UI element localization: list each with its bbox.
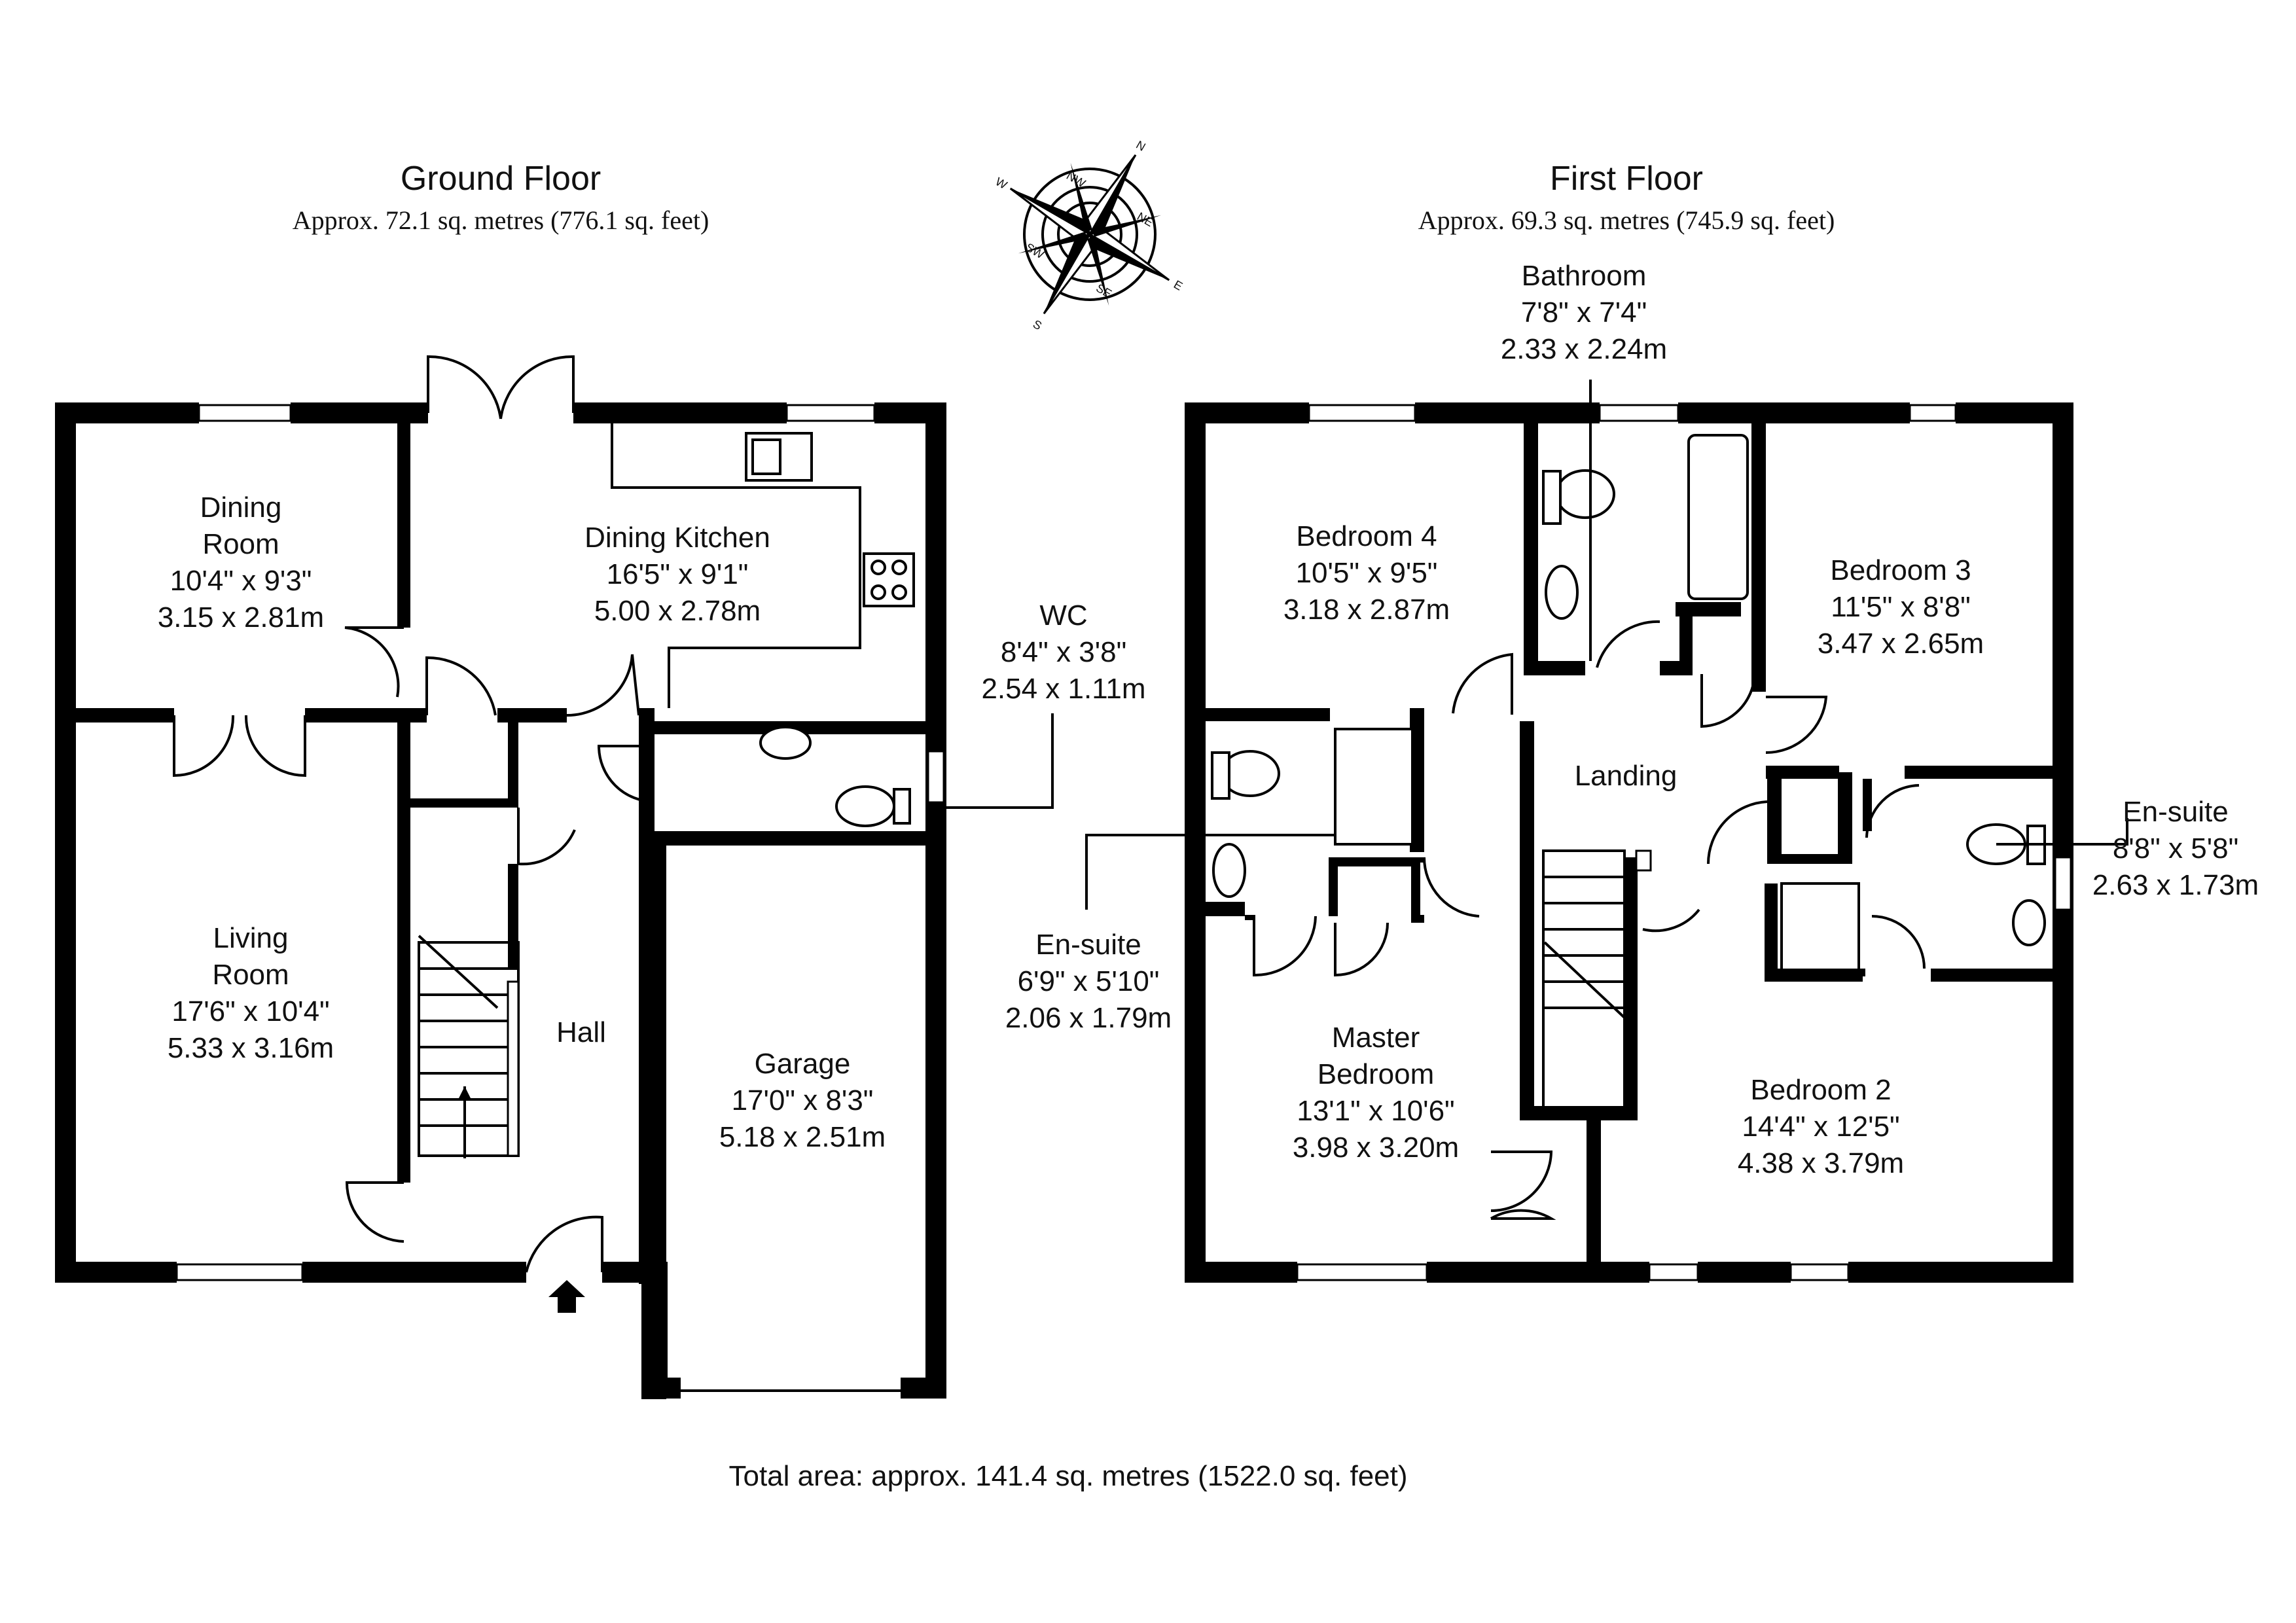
- door: [517, 808, 576, 866]
- room-name: Dining: [200, 491, 282, 524]
- room-size-imperial: 8'8" x 5'8": [2113, 832, 2238, 865]
- stairs: [418, 935, 520, 1158]
- basin-icon: [759, 726, 812, 760]
- room-name: WC: [1039, 599, 1087, 632]
- room-name: Bedroom 3: [1830, 554, 1971, 586]
- room-name: Bedroom 4: [1296, 520, 1437, 552]
- wall: [55, 402, 76, 1283]
- total-area: Total area: approx. 141.4 sq. metres (15…: [728, 1460, 1407, 1492]
- shower-icon: [1334, 728, 1414, 846]
- room-name: Bedroom 2: [1750, 1074, 1891, 1106]
- front-door[interactable]: [525, 1215, 603, 1273]
- room-size-metric: 4.38 x 3.79m: [1738, 1147, 1904, 1179]
- room-name: Hall: [556, 1016, 606, 1048]
- basin-icon: [2012, 899, 2046, 946]
- room-size-metric: 2.63 x 1.73m: [2092, 869, 2259, 901]
- room-size-imperial: 6'9" x 5'10": [1018, 965, 1160, 997]
- room-size-metric: 3.98 x 3.20m: [1293, 1132, 1459, 1164]
- room-size-imperial: 17'0" x 8'3": [732, 1084, 874, 1116]
- room-size-metric: 3.47 x 2.65m: [1818, 628, 1984, 660]
- basin-icon: [1212, 843, 1246, 898]
- room-size-metric: 2.06 x 1.79m: [1005, 1002, 1172, 1034]
- door: [597, 745, 655, 803]
- compass-rose-icon: N E S W NW NE SE SW: [994, 138, 1185, 332]
- door: [345, 1181, 404, 1243]
- room-size-metric: 2.54 x 1.11m: [981, 673, 1145, 705]
- room-size-metric: 3.15 x 2.81m: [158, 601, 324, 633]
- room-name: Bedroom: [1318, 1058, 1435, 1090]
- room-size-metric: 5.00 x 2.78m: [594, 595, 761, 627]
- first-floor-plan: [1085, 380, 2128, 1283]
- stairs: [1542, 849, 1652, 1114]
- compass-s: S: [1031, 317, 1044, 332]
- leader-line: [1996, 818, 2128, 846]
- ground-floor-plan: [55, 355, 1054, 1399]
- room-size-metric: 2.33 x 2.24m: [1501, 333, 1667, 365]
- window: [198, 404, 292, 422]
- hob-icon: [863, 552, 915, 607]
- ground-floor-title: Ground Floor: [401, 160, 601, 198]
- room-name: Master: [1332, 1022, 1420, 1054]
- bath-icon: [1687, 434, 1749, 600]
- ground-floor-area: Approx. 72.1 sq. metres (776.1 sq. feet): [293, 205, 709, 235]
- window: [785, 404, 876, 422]
- door: [173, 715, 235, 777]
- room-name: Landing: [1575, 760, 1677, 792]
- room-size-imperial: 8'4" x 3'8": [1001, 636, 1126, 668]
- room-size-imperial: 11'5" x 8'8": [1831, 591, 1971, 623]
- room-size-imperial: 14'4" x 12'5": [1742, 1111, 1899, 1143]
- basin-icon: [1545, 565, 1579, 620]
- window: [175, 1263, 304, 1281]
- entrance-arrow-icon: [548, 1280, 585, 1313]
- toilet-icon: [1555, 469, 1615, 519]
- room-size-imperial: 16'5" x 9'1": [607, 558, 749, 590]
- door: [425, 656, 497, 716]
- compass-w: W: [994, 175, 1010, 192]
- room-name: En-suite: [1035, 929, 1141, 961]
- room-name: Room: [202, 528, 279, 560]
- window: [927, 750, 945, 804]
- room-size-metric: 3.18 x 2.87m: [1283, 594, 1450, 626]
- room-size-imperial: 7'8" x 7'4": [1521, 296, 1647, 329]
- door: [344, 626, 404, 698]
- room-size-imperial: 17'6" x 10'4": [171, 995, 329, 1027]
- room-size-imperial: 10'4" x 9'3": [170, 565, 312, 597]
- door: [427, 355, 502, 419]
- worktop: [611, 423, 861, 708]
- room-size-imperial: 13'1" x 10'6": [1297, 1095, 1454, 1127]
- leader-line: [1085, 834, 1335, 910]
- room-name: Room: [212, 959, 289, 991]
- compass-e: E: [1172, 277, 1185, 293]
- room-size-metric: 5.33 x 3.16m: [168, 1032, 334, 1064]
- first-floor-title: First Floor: [1550, 160, 1703, 198]
- toilet-icon: [835, 785, 895, 827]
- first-floor-area: Approx. 69.3 sq. metres (745.9 sq. feet): [1418, 205, 1835, 235]
- room-name: Bathroom: [1522, 260, 1647, 292]
- room-size-imperial: 10'5" x 9'5": [1296, 557, 1438, 589]
- room-size-metric: 5.18 x 2.51m: [719, 1121, 886, 1153]
- leader-line: [946, 713, 1054, 809]
- room-name: Garage: [755, 1048, 851, 1080]
- shower-icon: [1780, 882, 1860, 971]
- room-name: En-suite: [2123, 796, 2228, 828]
- compass-n: N: [1134, 138, 1147, 154]
- room-name: Dining Kitchen: [584, 522, 770, 554]
- room-name: Living: [213, 922, 289, 954]
